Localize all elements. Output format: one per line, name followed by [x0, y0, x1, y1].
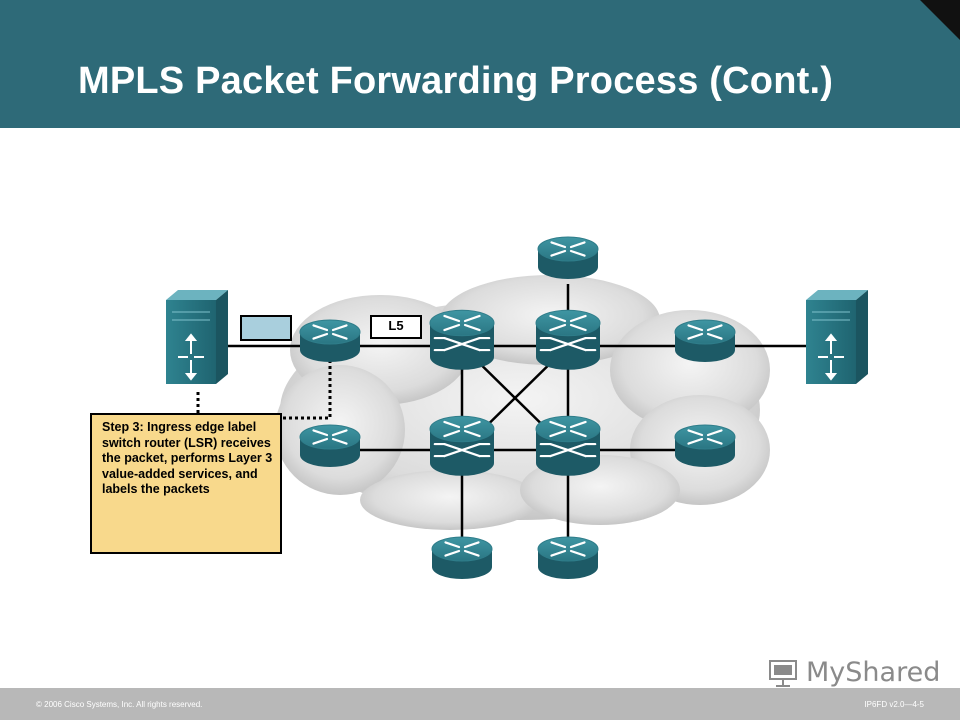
slide-title: MPLS Packet Forwarding Process (Cont.) — [78, 60, 834, 102]
core-lsr-top-left — [429, 309, 495, 370]
course-code: IP6FD v2.0—4-5 — [864, 700, 924, 709]
presentation-icon — [769, 660, 797, 687]
server-left — [166, 290, 228, 384]
title-bar: MPLS Packet Forwarding Process (Cont.) — [0, 0, 960, 128]
server-right — [806, 290, 868, 384]
watermark-text: MyShared — [806, 656, 941, 688]
dotted-connectors — [196, 360, 332, 420]
edge-router-right-top — [674, 319, 736, 362]
core-lsr-top-right — [535, 309, 601, 370]
step-description-box: Step 3: Ingress edge label switch router… — [90, 413, 282, 554]
edge-router-bottom-left — [431, 536, 493, 579]
corner-decoration — [920, 0, 960, 40]
mpls-cloud — [275, 275, 770, 530]
mpls-label-box: L5 — [370, 315, 422, 339]
edge-router-top — [537, 236, 599, 279]
mpls-label: L5 — [388, 318, 404, 333]
core-lsr-bottom-left — [429, 415, 495, 476]
watermark: MyShared — [768, 654, 940, 690]
ingress-edge-router — [299, 319, 361, 362]
core-lsr-bottom-right — [535, 415, 601, 476]
copyright-text: © 2006 Cisco Systems, Inc. All rights re… — [36, 700, 203, 709]
step-description: Step 3: Ingress edge label switch router… — [102, 420, 273, 496]
edge-router-right-bottom — [674, 424, 736, 467]
edge-router-bottom-right — [537, 536, 599, 579]
edge-router-left-bottom — [299, 424, 361, 467]
packet-box — [240, 315, 292, 341]
footer-bar: © 2006 Cisco Systems, Inc. All rights re… — [0, 688, 960, 720]
